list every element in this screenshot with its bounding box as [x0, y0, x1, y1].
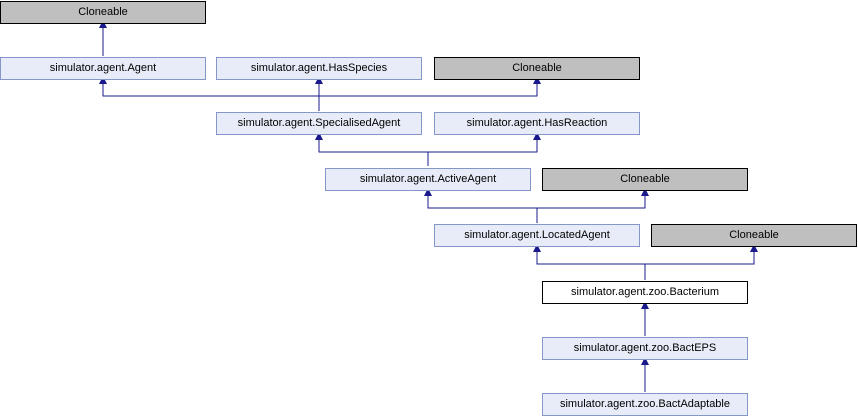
node-bact-adaptable[interactable]: simulator.agent.zoo.BactAdaptable — [542, 393, 748, 416]
node-bact-eps[interactable]: simulator.agent.zoo.BactEPS — [542, 337, 748, 360]
edge-specialised-junction-left — [99, 76, 320, 111]
node-has-species[interactable]: simulator.agent.HasSpecies — [216, 57, 422, 80]
node-cloneable-top: Cloneable — [0, 1, 206, 24]
node-cloneable-level5: Cloneable — [651, 224, 857, 247]
edge-bacterium-to-located — [533, 244, 646, 280]
node-located-agent[interactable]: simulator.agent.LocatedAgent — [434, 224, 640, 247]
node-active-agent[interactable]: simulator.agent.ActiveAgent — [325, 168, 531, 191]
edge-active-to-specialised — [315, 132, 429, 166]
edge-located-to-cloneable — [537, 188, 649, 209]
node-specialised-agent[interactable]: simulator.agent.SpecialisedAgent — [216, 112, 422, 135]
node-agent[interactable]: simulator.agent.Agent — [0, 57, 206, 80]
edge-bacterium-to-cloneable — [645, 244, 758, 265]
node-cloneable-level2: Cloneable — [434, 57, 640, 80]
edge-active-to-hasreaction — [428, 132, 541, 153]
edge-located-to-active — [424, 188, 538, 223]
node-has-reaction[interactable]: simulator.agent.HasReaction — [434, 112, 640, 135]
edge-specialised-junction-right — [319, 76, 541, 97]
node-bacterium-current: simulator.agent.zoo.Bacterium — [542, 281, 748, 304]
node-cloneable-level4: Cloneable — [542, 168, 748, 191]
